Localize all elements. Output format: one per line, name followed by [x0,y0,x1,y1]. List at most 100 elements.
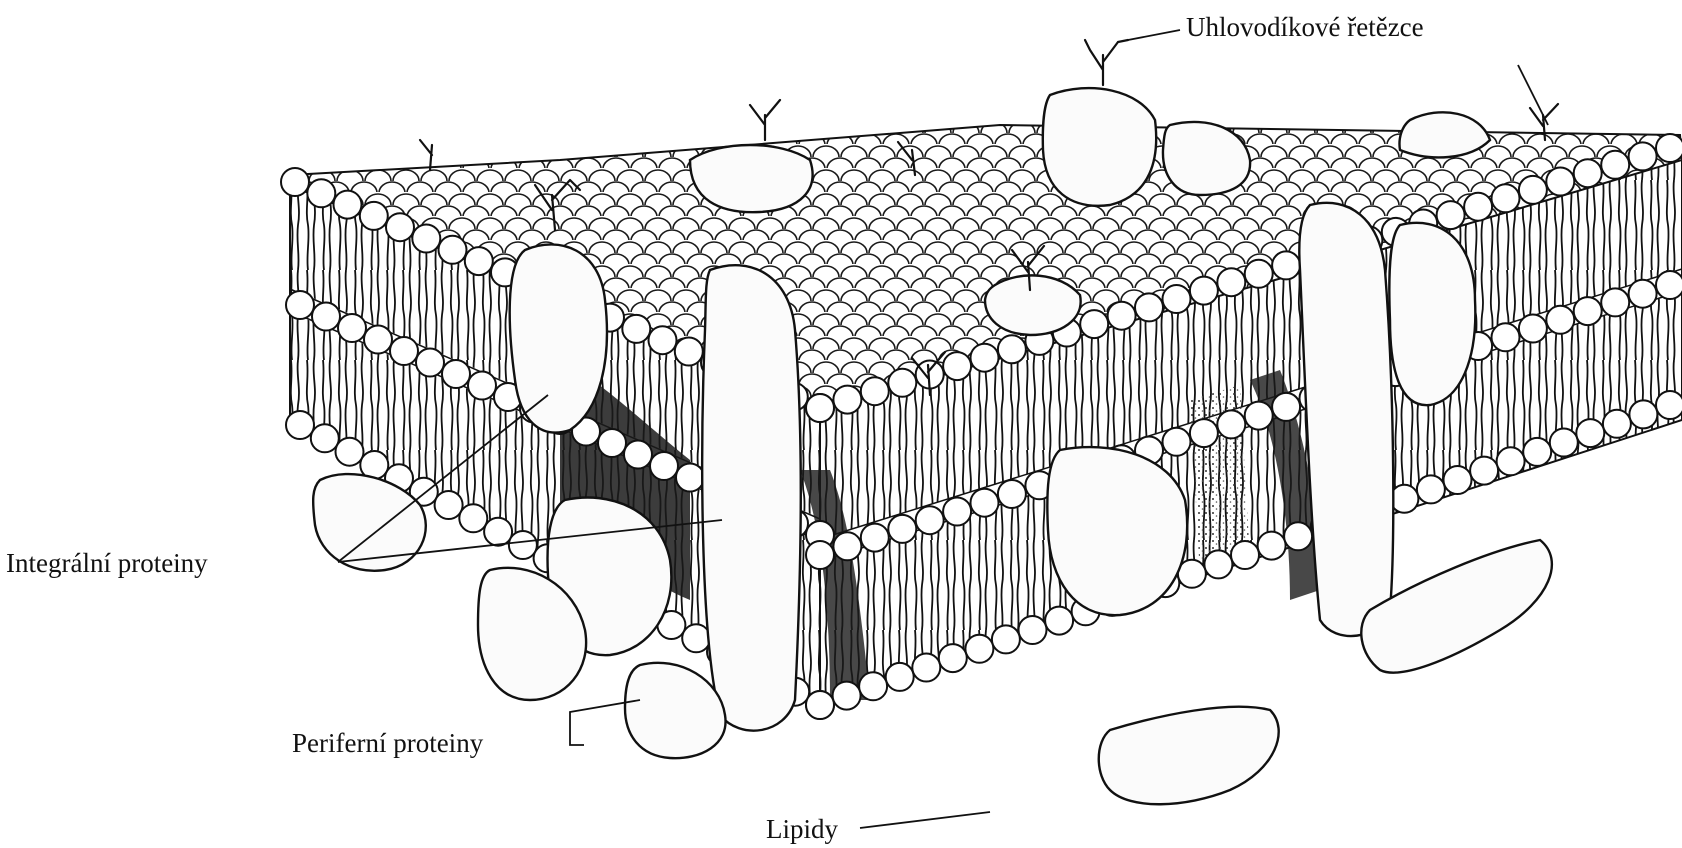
lipid-head [598,429,626,457]
peripheral-protein [625,663,726,758]
lipid-head [1656,271,1682,299]
lipid-head [943,352,971,380]
integral-protein [1389,223,1475,405]
lipid-head [1601,288,1629,316]
lipid-head [364,326,392,354]
label-peripheral-proteins: Periferní proteiny [292,730,483,757]
lipid-head [912,654,940,682]
lipid-head [1390,485,1418,513]
lipid-head [992,625,1020,653]
lipid-head [1217,410,1245,438]
leader-lipids [860,812,990,828]
lipid-head [336,438,364,466]
lipid-head [1464,193,1492,221]
lipid-head [338,314,366,342]
lipid-head [833,532,861,560]
lipid-head [1108,302,1136,330]
lipid-head [386,213,414,241]
lipid-head [459,504,487,532]
lipid-head [1546,306,1574,334]
lipid-head [1272,393,1300,421]
lipid-head [312,303,340,331]
lipid-head [509,531,537,559]
lipid-head [281,168,309,196]
lipid-head [1546,168,1574,196]
lipid-head [1470,457,1498,485]
surface-protein [1399,112,1490,157]
lipid-head [888,369,916,397]
lipid-head [833,386,861,414]
lipid-head [649,326,677,354]
lipid-head [1550,429,1578,457]
lipid-head [998,480,1026,508]
lipid-head [1576,419,1604,447]
label-integral-proteins: Integrální proteiny [6,550,208,577]
lipid-head [468,372,496,400]
lipid-head [1492,323,1520,351]
lipid-head [1492,184,1520,212]
surface-protein [985,275,1081,335]
lipid-head [1245,402,1273,430]
leader-carbohydrate-2 [1518,65,1548,125]
lipid-head [861,377,889,405]
lipid-head [888,515,916,543]
label-carbohydrate-chains: Uhlovodíkové řetězce [1186,14,1424,41]
lipid-head [465,247,493,275]
lipid-head [435,491,463,519]
lipid-head [1204,550,1232,578]
lipid-head [971,344,999,372]
lipid-head [886,663,914,691]
lipid-head [833,682,861,710]
integral-protein [510,244,607,432]
lipid-head [1437,201,1465,229]
lipid-head [1444,466,1472,494]
lipid-head [484,518,512,546]
lipid-head [806,691,834,719]
lipid-head [1519,315,1547,343]
lipid-head [1574,159,1602,187]
lipid-head [806,541,834,569]
lipid-head [1019,616,1047,644]
lipid-head [1272,251,1300,279]
integral-protein [1047,447,1187,615]
lipid-head [1629,400,1657,428]
lipid-head [624,441,652,469]
integral-protein [702,265,801,730]
lipid-head [1497,447,1525,475]
lipid-head [965,635,993,663]
lipid-head [1045,607,1073,635]
lipid-head [1258,532,1286,560]
lipid-head [650,452,678,480]
lipid-head [806,394,834,422]
peripheral-protein [1099,707,1279,804]
lipid-head [1656,134,1682,162]
lipid-head [1574,297,1602,325]
lipid-head [971,489,999,517]
lipid-head [1163,285,1191,313]
lipid-head [943,498,971,526]
lipid-head [311,424,339,452]
leader-carbohydrate [1128,30,1180,40]
lipid-head [412,225,440,253]
lipid-head [1603,410,1631,438]
lipid-head [1656,391,1682,419]
lipid-head [1601,151,1629,179]
lipid-head [442,360,470,388]
lipid-head [360,202,388,230]
lipid-head [307,179,335,207]
lipid-head [1523,438,1551,466]
surface-protein [1043,88,1156,206]
lipid-head [998,335,1026,363]
label-lipids: Lipidy [766,816,838,843]
lipid-head [1417,475,1445,503]
lipid-head [622,315,650,343]
lipid-head [1284,522,1312,550]
lipid-head [286,291,314,319]
lipid-head [1519,176,1547,204]
lipid-head [859,672,887,700]
lipid-head [334,191,362,219]
lipid-head [439,236,467,264]
lipid-head [1231,541,1259,569]
